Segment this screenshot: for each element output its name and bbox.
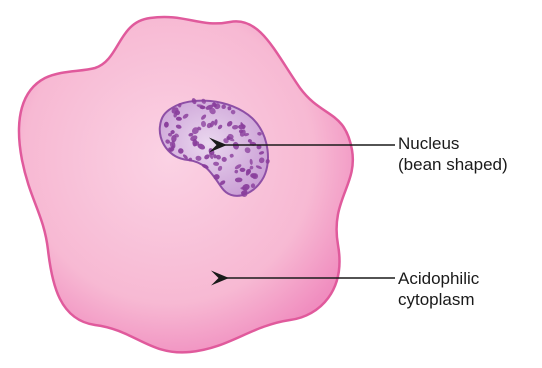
- nucleus-label-line1: Nucleus: [398, 133, 508, 154]
- cytoplasm-label-line1: Acidophilic: [398, 268, 479, 289]
- cell-body: [19, 17, 353, 352]
- nucleus-label: Nucleus (bean shaped): [398, 133, 508, 175]
- chromatin-granule: [200, 106, 206, 110]
- chromatin-granule: [240, 168, 246, 172]
- cytoplasm-label-line2: cytoplasm: [398, 289, 479, 310]
- cytoplasm-label: Acidophilic cytoplasm: [398, 268, 479, 310]
- nucleus-label-line2: (bean shaped): [398, 154, 508, 175]
